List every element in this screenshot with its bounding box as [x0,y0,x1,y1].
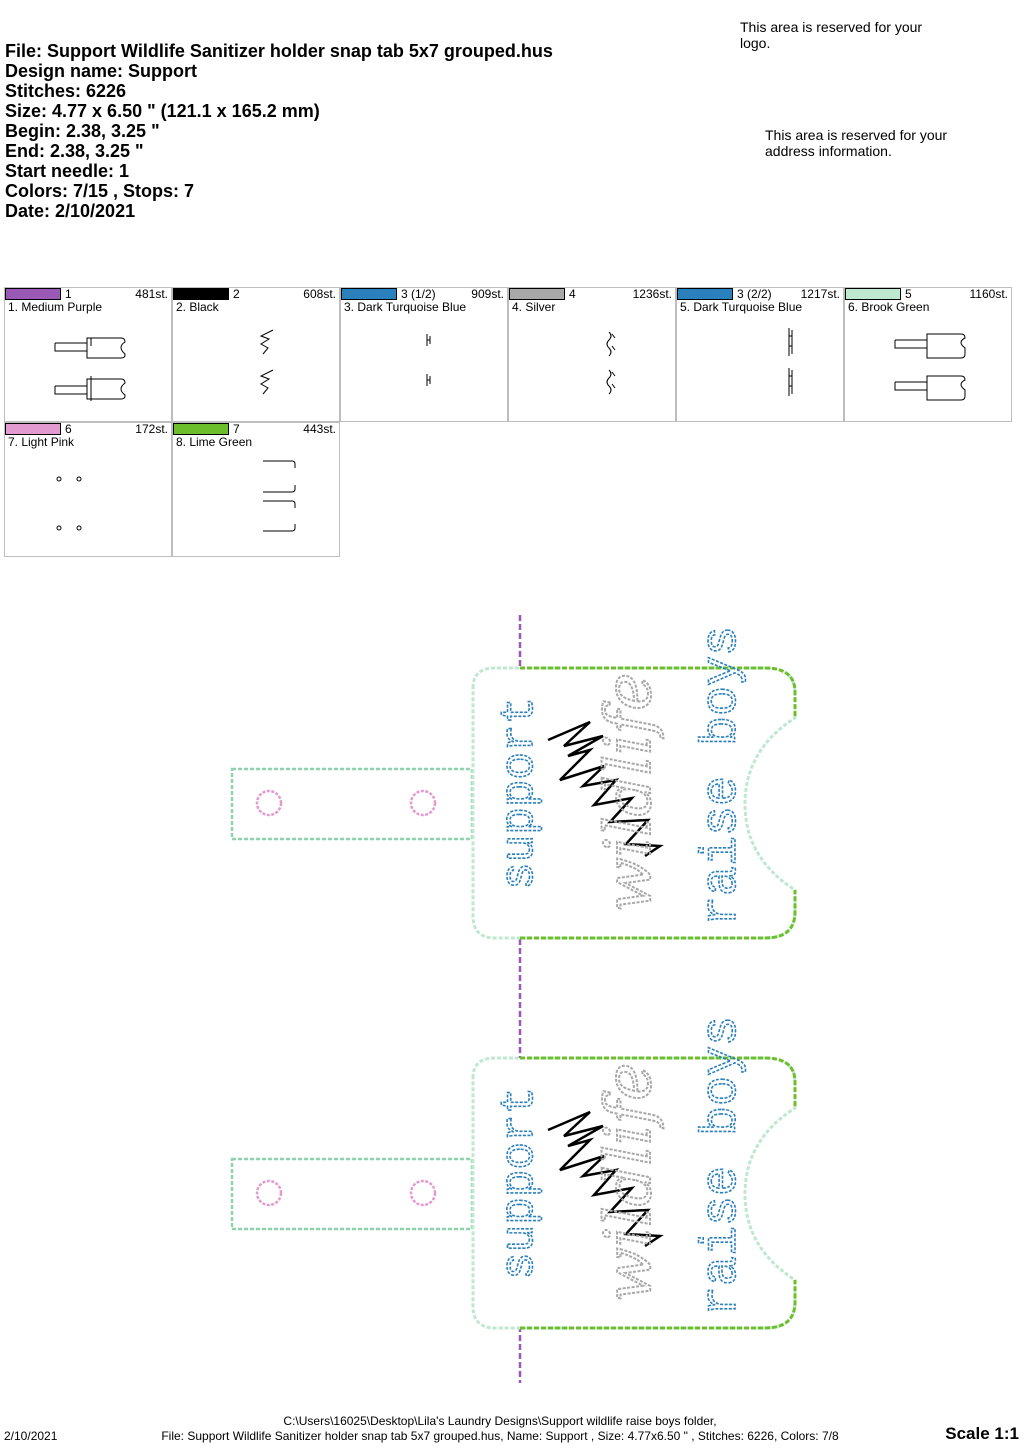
thread-name: 6. Brook Green [848,300,930,314]
support-text-icon [426,334,431,386]
end-point: End: 2.38, 3.25 " [5,141,144,161]
support-text: support [494,697,546,890]
thread-swatch [341,288,397,300]
thread-swatch [5,423,61,435]
color-stop-cell: 3 (2/2) 1217st. 5. Dark Turquoise Blue [676,287,844,422]
start-needle: Start needle: 1 [5,161,130,181]
holder-design-bottom: support wildlife raise boys [230,1015,797,1330]
needle-number: 7 [233,422,240,436]
design-info: File: Support Wildlife Sanitizer holder … [5,41,553,221]
stitch-count: 909st. [471,287,504,301]
color-stop-cell: 1 481st. 1. Medium Purple [4,287,172,422]
design-name: Design name: Support [5,61,198,81]
thread-swatch [677,288,733,300]
raise-boys-text: raise boys [694,1016,751,1316]
thread-swatch [509,288,565,300]
stitch-count: 481st. [135,287,168,301]
thread-swatch [173,423,229,435]
thread-name: 3. Dark Turquoise Blue [344,300,467,314]
needle-number: 4 [569,287,576,301]
footer-date: 2/10/2021 [4,1429,58,1443]
mountain-icon [259,329,274,395]
stitch-count: 608st. [303,287,336,301]
snap-circles-icon [56,476,82,531]
color-sequence-grid: 1 481st. 1. Medium Purple 2 608st. 2. Bl… [4,287,1013,558]
holder-design-top: support wildlife raise boys [230,625,797,940]
color-stop-cell: 4 1236st. 4. Silver [508,287,676,422]
thread-name: 1. Medium Purple [8,300,103,314]
raise-boys-text: raise boys [694,626,751,926]
needle-number: 3 (1/2) [401,287,436,301]
thread-name: 7. Light Pink [8,435,75,449]
design-date: Date: 2/10/2021 [5,201,136,221]
stitch-count: 1236st. [632,287,672,301]
wildlife-script-text: wildlife [592,673,666,912]
stitch-count: 172st. [135,422,168,436]
color-stop-cell: 5 1160st. 6. Brook Green [844,287,1012,422]
footer-path: C:\Users\16025\Desktop\Lila's Laundry De… [283,1414,717,1428]
needle-number: 5 [905,287,912,301]
mountain-graphic [547,720,664,858]
wildlife-script-text: wildlife [592,1063,666,1302]
stitch-count: 1160st. [969,287,1008,301]
color-stop-cell: 7 443st. 8. Lime Green [172,422,340,557]
color-stop-cell: 3 (1/2) 909st. 3. Dark Turquoise Blue [340,287,508,422]
thread-swatch [173,288,229,300]
thread-name: 8. Lime Green [176,435,253,449]
thread-swatch [845,288,901,300]
stitch-count: 443st. [303,422,336,436]
needle-number: 2 [233,287,240,301]
thread-name: 5. Dark Turquoise Blue [680,300,803,314]
stitch-count: Stitches: 6226 [5,81,127,101]
holder-outline-icon [894,333,966,401]
needle-number: 1 [65,287,72,301]
thread-name: 4. Silver [512,300,556,314]
needle-number: 6 [65,422,72,436]
file-name: File: Support Wildlife Sanitizer holder … [5,41,553,61]
design-preview: support wildlife raise boys support wild… [230,615,797,1383]
support-text: support [494,1087,546,1280]
edge-curve-icon [263,460,296,532]
color-stops-count: Colors: 7/15 , Stops: 7 [5,181,195,201]
footer-summary: C:\Users\16025\Desktop\Lila's Laundry De… [120,1414,880,1444]
tab-outline-icon [54,337,126,401]
color-stop-cell: 2 608st. 2. Black [172,287,340,422]
color-stop-cell: 6 172st. 7. Light Pink [4,422,172,557]
raise-boys-text-icon [788,328,793,396]
footer-file-summary: File: Support Wildlife Sanitizer holder … [161,1429,839,1443]
scale-label: Scale 1:1 [945,1424,1019,1443]
thread-name: 2. Black [176,300,219,314]
mountain-graphic [547,1110,664,1248]
needle-number: 3 (2/2) [737,287,772,301]
design-size: Size: 4.77 x 6.50 " (121.1 x 165.2 mm) [5,101,320,121]
address-reserved-note: This area is reserved for your address i… [765,127,948,159]
logo-reserved-note: This area is reserved for your logo. [740,19,923,51]
begin-point: Begin: 2.38, 3.25 " [5,121,160,141]
stitch-count: 1217st. [800,287,840,301]
thread-swatch [5,288,61,300]
wildlife-script-icon [606,331,616,395]
